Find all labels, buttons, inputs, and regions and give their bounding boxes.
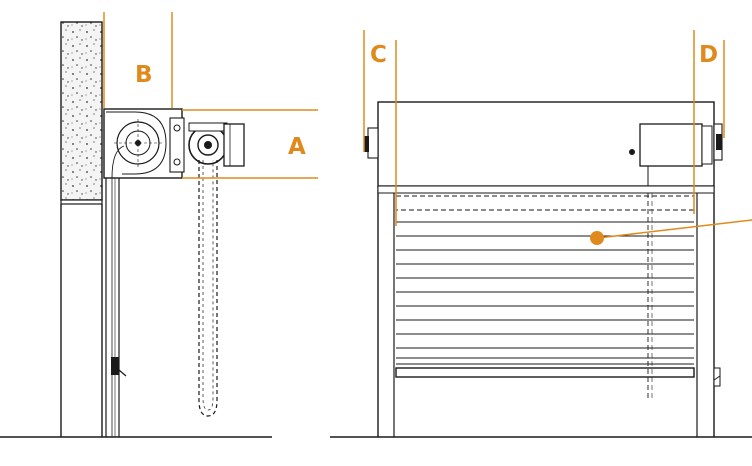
end-bracket-right-detail: [716, 134, 722, 150]
label-b: B: [135, 62, 153, 88]
hand-chain-loop-inner: [202, 160, 214, 411]
end-bracket-left: [367, 127, 379, 159]
hand-chain-loop: [198, 160, 218, 417]
plate-bolt-top: [173, 124, 181, 132]
curtain-leader-line: [597, 219, 752, 239]
side-latch: [713, 367, 721, 387]
wall-lintel: [60, 199, 103, 205]
label-a: A: [288, 134, 306, 160]
bottom-bar-handle: [111, 357, 119, 375]
rolled-curtain-outline: [395, 195, 695, 211]
handle-arm: [118, 369, 127, 377]
curtain-wrap: [111, 145, 125, 179]
curtain-marker-dot: [590, 231, 604, 245]
bottom-bar: [395, 367, 695, 378]
motor-unit-cap: [701, 125, 713, 165]
box-curve: [106, 111, 167, 175]
curtain-slats: [396, 221, 694, 365]
chain-wheel-hub: [204, 141, 212, 149]
plate-bolt-bottom: [173, 158, 181, 166]
label-c: C: [370, 42, 387, 68]
motor-unit-knob: [629, 149, 635, 155]
chain-wheel-bracket: [188, 122, 228, 132]
side-dimension-lines: [103, 12, 318, 179]
side-latch-handle: [713, 375, 721, 381]
motor-unit: [639, 123, 703, 167]
mounting-plate: [169, 117, 185, 173]
concrete-wall: [60, 21, 103, 201]
front-elevation-view: [330, 101, 752, 438]
side-section-view: [0, 21, 272, 438]
lintel-bar: [377, 185, 715, 194]
label-d: D: [699, 42, 718, 68]
motor-body: [223, 123, 245, 167]
roller-drum-axle: [135, 140, 141, 146]
front-dimension-lines: [363, 30, 752, 239]
end-bracket-left-detail: [364, 136, 369, 152]
